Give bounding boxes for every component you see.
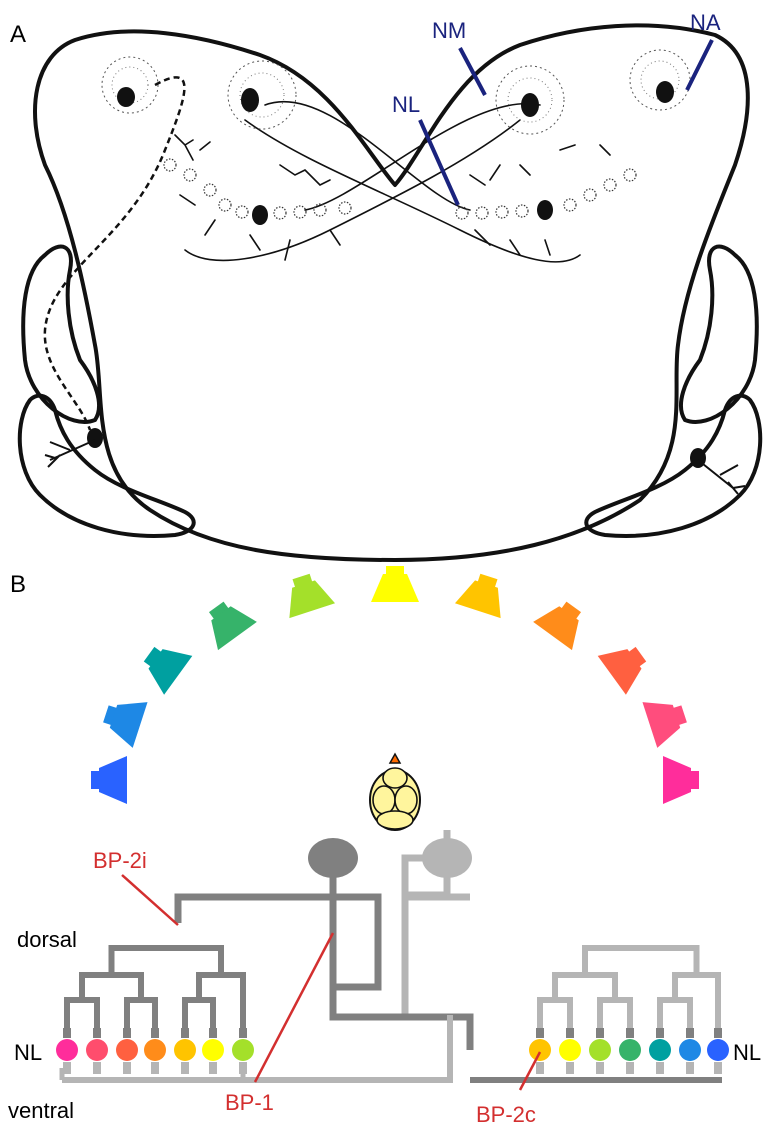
left-dashed-projection bbox=[45, 77, 185, 430]
right-nl-cell bbox=[604, 179, 616, 191]
left-dendrite-tree-2 bbox=[280, 165, 330, 185]
right-nl-colored-cell bbox=[589, 1039, 611, 1061]
speaker-icon bbox=[135, 635, 192, 695]
right-nl-neuron bbox=[537, 200, 553, 220]
label-pointers bbox=[420, 40, 712, 205]
right-nl-cell bbox=[516, 205, 528, 217]
na-pointer-line bbox=[687, 40, 712, 90]
right-nm-oval bbox=[422, 838, 472, 878]
right-nl-cell bbox=[496, 206, 508, 218]
right-bp-tree bbox=[540, 948, 718, 1028]
left-nl-cell bbox=[339, 202, 351, 214]
left-nl-cell bbox=[164, 159, 176, 171]
left-nl-cell bbox=[294, 206, 306, 218]
left-nl-cell bbox=[184, 169, 196, 181]
left-nl-colored-cell bbox=[174, 1039, 196, 1061]
crossing-fiber-2 bbox=[185, 120, 520, 260]
speaker-icon bbox=[663, 756, 699, 804]
left-nl-colored-cell bbox=[202, 1039, 224, 1061]
head-icon bbox=[370, 754, 420, 830]
bp2i-label: BP-2i bbox=[93, 848, 147, 873]
speaker-icon bbox=[371, 566, 419, 602]
brainstem-section bbox=[20, 25, 760, 560]
speaker-icon bbox=[197, 593, 257, 650]
left-bp2i-tree bbox=[67, 948, 243, 1028]
speaker-icon bbox=[91, 756, 127, 804]
right-nl-colored-cell bbox=[679, 1039, 701, 1061]
nl-pointer-line bbox=[420, 120, 458, 205]
speaker-icon bbox=[98, 691, 147, 748]
left-nm-cluster bbox=[228, 61, 296, 129]
right-nl-cell bbox=[624, 169, 636, 181]
right-nl-cell bbox=[564, 199, 576, 211]
speaker-icon bbox=[455, 569, 512, 618]
right-nl-cell bbox=[584, 189, 596, 201]
speaker-icon bbox=[533, 593, 593, 650]
ventral-label: ventral bbox=[8, 1098, 74, 1123]
speaker-icon bbox=[598, 635, 655, 695]
right-nl-cell bbox=[476, 207, 488, 219]
nl-right-label: NL bbox=[733, 1040, 761, 1065]
left-nl-cell bbox=[236, 206, 248, 218]
left-na-cluster bbox=[102, 57, 158, 113]
left-nl-colored-cell bbox=[86, 1039, 108, 1061]
left-nl-colored-cell bbox=[144, 1039, 166, 1061]
right-ganglion-cell bbox=[690, 448, 745, 494]
na-label: NA bbox=[690, 10, 721, 35]
bp1-pointer bbox=[255, 933, 333, 1082]
nl-label: NL bbox=[392, 92, 420, 117]
crossing-fiber-4 bbox=[305, 104, 540, 210]
left-nl-colored-cell bbox=[56, 1039, 78, 1061]
right-nl-colored-cell bbox=[707, 1039, 729, 1061]
panel-b-label: B bbox=[10, 571, 26, 598]
left-nm-oval bbox=[308, 838, 358, 878]
right-nm-cluster bbox=[496, 66, 564, 134]
left-nl-cell bbox=[204, 184, 216, 196]
dorsal-label: dorsal bbox=[17, 927, 77, 952]
nl-left-label: NL bbox=[14, 1040, 42, 1065]
speaker-icon bbox=[642, 691, 691, 748]
bp2i-pointer bbox=[122, 875, 178, 925]
left-dendrite-tree bbox=[175, 135, 340, 260]
right-dendrite-tree bbox=[470, 145, 610, 255]
panel-a-label: A bbox=[10, 21, 26, 48]
right-nl-colored-cell bbox=[559, 1039, 581, 1061]
left-nl-cell bbox=[274, 207, 286, 219]
left-nl-colored-cell bbox=[232, 1039, 254, 1061]
right-nl-colored-cell bbox=[529, 1039, 551, 1061]
right-nl-colored-cell bbox=[619, 1039, 641, 1061]
nm-label: NM bbox=[432, 18, 466, 43]
left-nl-neuron bbox=[252, 205, 268, 225]
bp2c-label: BP-2c bbox=[476, 1102, 536, 1127]
left-cochlear-limb bbox=[20, 396, 194, 536]
speaker-icon bbox=[278, 569, 335, 618]
crossing-fiber-1 bbox=[245, 120, 580, 262]
left-nl-colored-cell bbox=[116, 1039, 138, 1061]
right-nl-colored-cell bbox=[649, 1039, 671, 1061]
bp1-label: BP-1 bbox=[225, 1090, 274, 1115]
right-na-cluster bbox=[630, 50, 690, 110]
left-nl-cell bbox=[219, 199, 231, 211]
